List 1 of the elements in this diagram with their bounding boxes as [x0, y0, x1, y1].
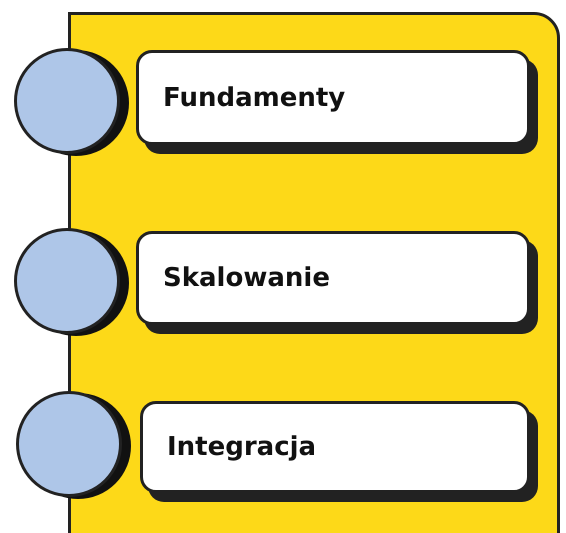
background-panel	[68, 12, 560, 533]
